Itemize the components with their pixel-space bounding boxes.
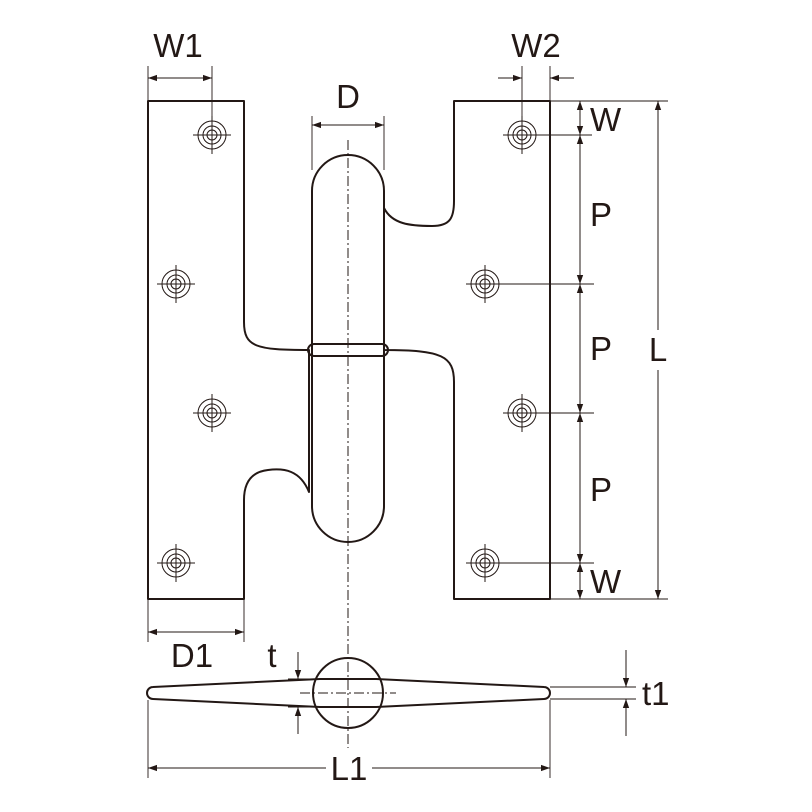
screw-hole xyxy=(503,116,541,154)
dimension-d1: D1 xyxy=(147,599,245,674)
label-p-3: P xyxy=(590,471,612,508)
screw-hole xyxy=(466,265,504,303)
label-w2: W2 xyxy=(511,27,561,64)
screw-hole xyxy=(157,544,195,582)
hinge-front-view xyxy=(147,100,551,760)
label-w-top: W xyxy=(590,101,622,138)
label-p-2: P xyxy=(590,330,612,367)
label-p-1: P xyxy=(590,196,612,233)
dimension-l1: L1 xyxy=(147,700,551,787)
dimension-w-top: W xyxy=(536,100,622,138)
label-t1: t1 xyxy=(642,675,670,712)
screw-hole xyxy=(193,116,231,154)
dimension-w1: W1 xyxy=(147,27,213,116)
screw-hole xyxy=(193,394,231,432)
dimension-l: L xyxy=(550,100,674,599)
side-leaves xyxy=(146,678,551,708)
dimension-p-1: P xyxy=(499,135,612,285)
dimension-t1: t1 xyxy=(550,650,670,736)
dimension-p-3: P xyxy=(499,413,612,564)
dimension-p-2: P xyxy=(536,284,612,414)
label-d: D xyxy=(336,78,360,115)
screw-hole xyxy=(503,394,541,432)
screw-hole xyxy=(466,544,504,582)
dimension-t: t xyxy=(267,637,328,734)
dimension-d: D xyxy=(311,78,385,170)
left-leaf xyxy=(147,100,310,600)
label-l: L xyxy=(649,331,667,368)
label-t: t xyxy=(267,637,276,674)
dimension-w-bottom: W xyxy=(550,563,668,600)
label-w-bottom: W xyxy=(590,563,622,600)
dimension-w2: W2 xyxy=(498,27,574,116)
right-leaf xyxy=(383,100,551,600)
label-l1: L1 xyxy=(331,750,368,787)
screw-hole xyxy=(157,265,195,303)
label-w1: W1 xyxy=(153,27,203,64)
hinge-side-view xyxy=(146,657,551,729)
label-d1: D1 xyxy=(171,637,213,674)
